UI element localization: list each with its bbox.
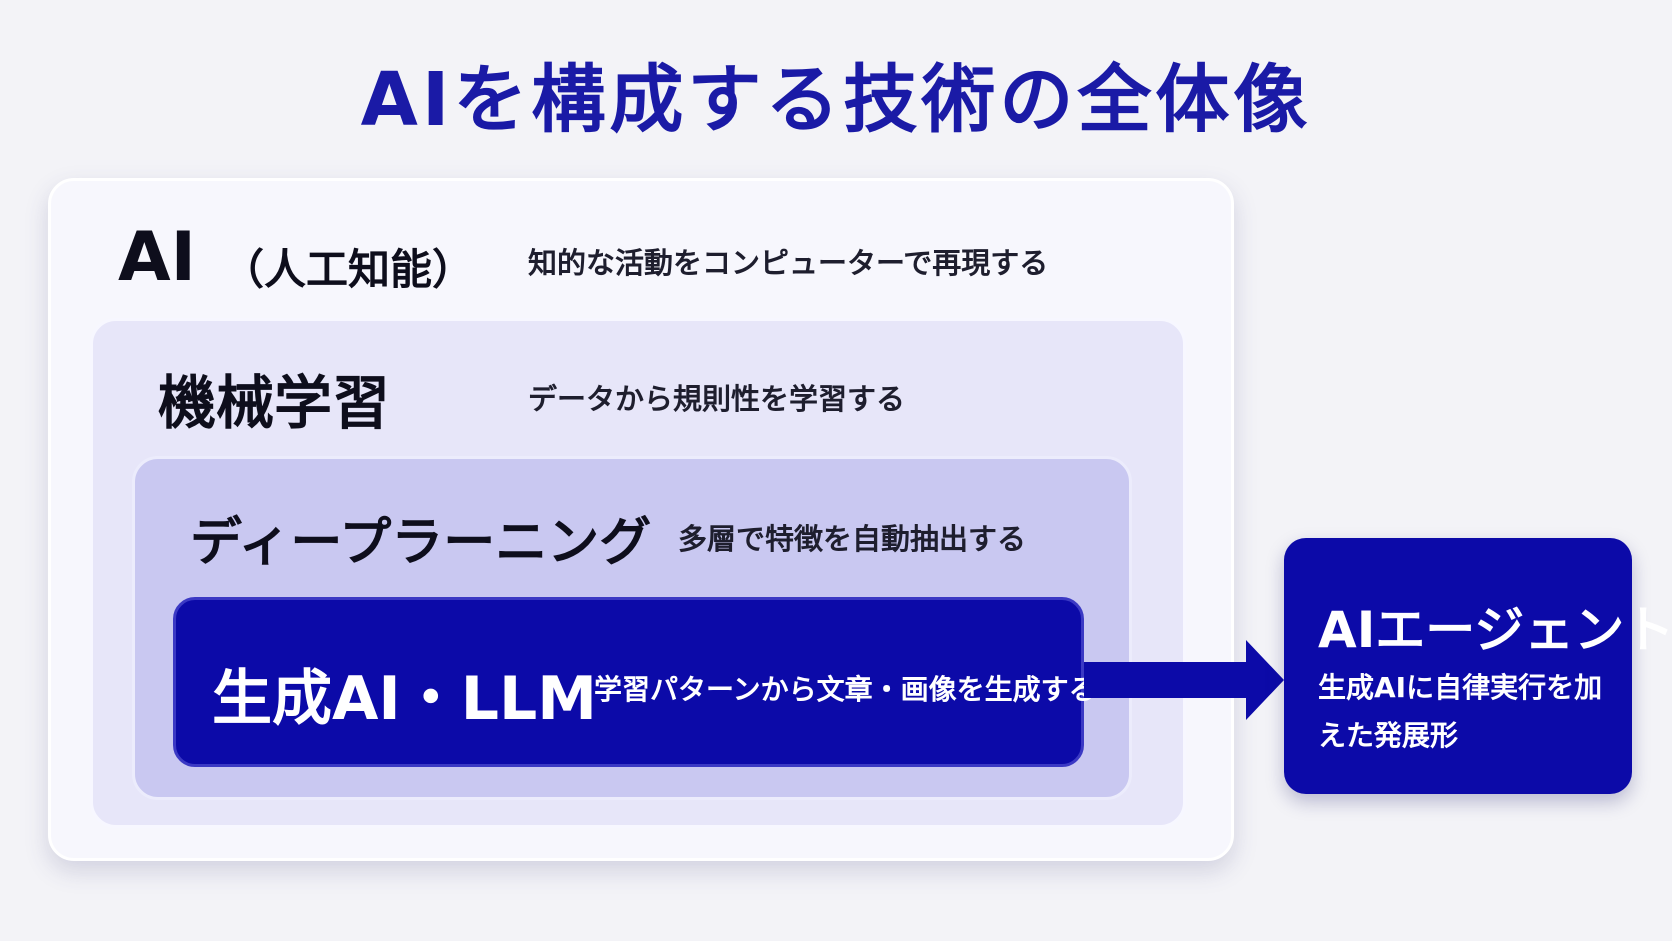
generative-ai-level-description: 学習パターンから文章・画像を生成する [594, 673, 1097, 706]
machine-learning-level-description: データから規則性を学習する [528, 382, 906, 416]
ai-level-subtitle: （人工知能） [222, 245, 475, 294]
ai-level-title: AI [118, 218, 196, 297]
machine-learning-level-title: 機械学習 [158, 369, 391, 437]
ai-agent-description: 生成AIに自律実行を加えた発展形 [1318, 671, 1603, 752]
ai-level-description: 知的な活動をコンピューターで再現する [528, 246, 1049, 280]
deep-learning-level-title: ディープラーニング [190, 513, 652, 573]
right-arrow-icon [1084, 640, 1284, 720]
arrow-shape [1084, 640, 1284, 720]
generative-ai-level-title: 生成AI・LLM [212, 664, 597, 734]
ai-agent-box [1284, 538, 1632, 794]
page-title: AIを構成する技術の全体像 [360, 57, 1312, 143]
ai-agent-title: AIエージェント [1318, 601, 1672, 659]
generative-ai-level-box [173, 597, 1084, 767]
deep-learning-level-description: 多層で特徴を自動抽出する [678, 522, 1027, 556]
